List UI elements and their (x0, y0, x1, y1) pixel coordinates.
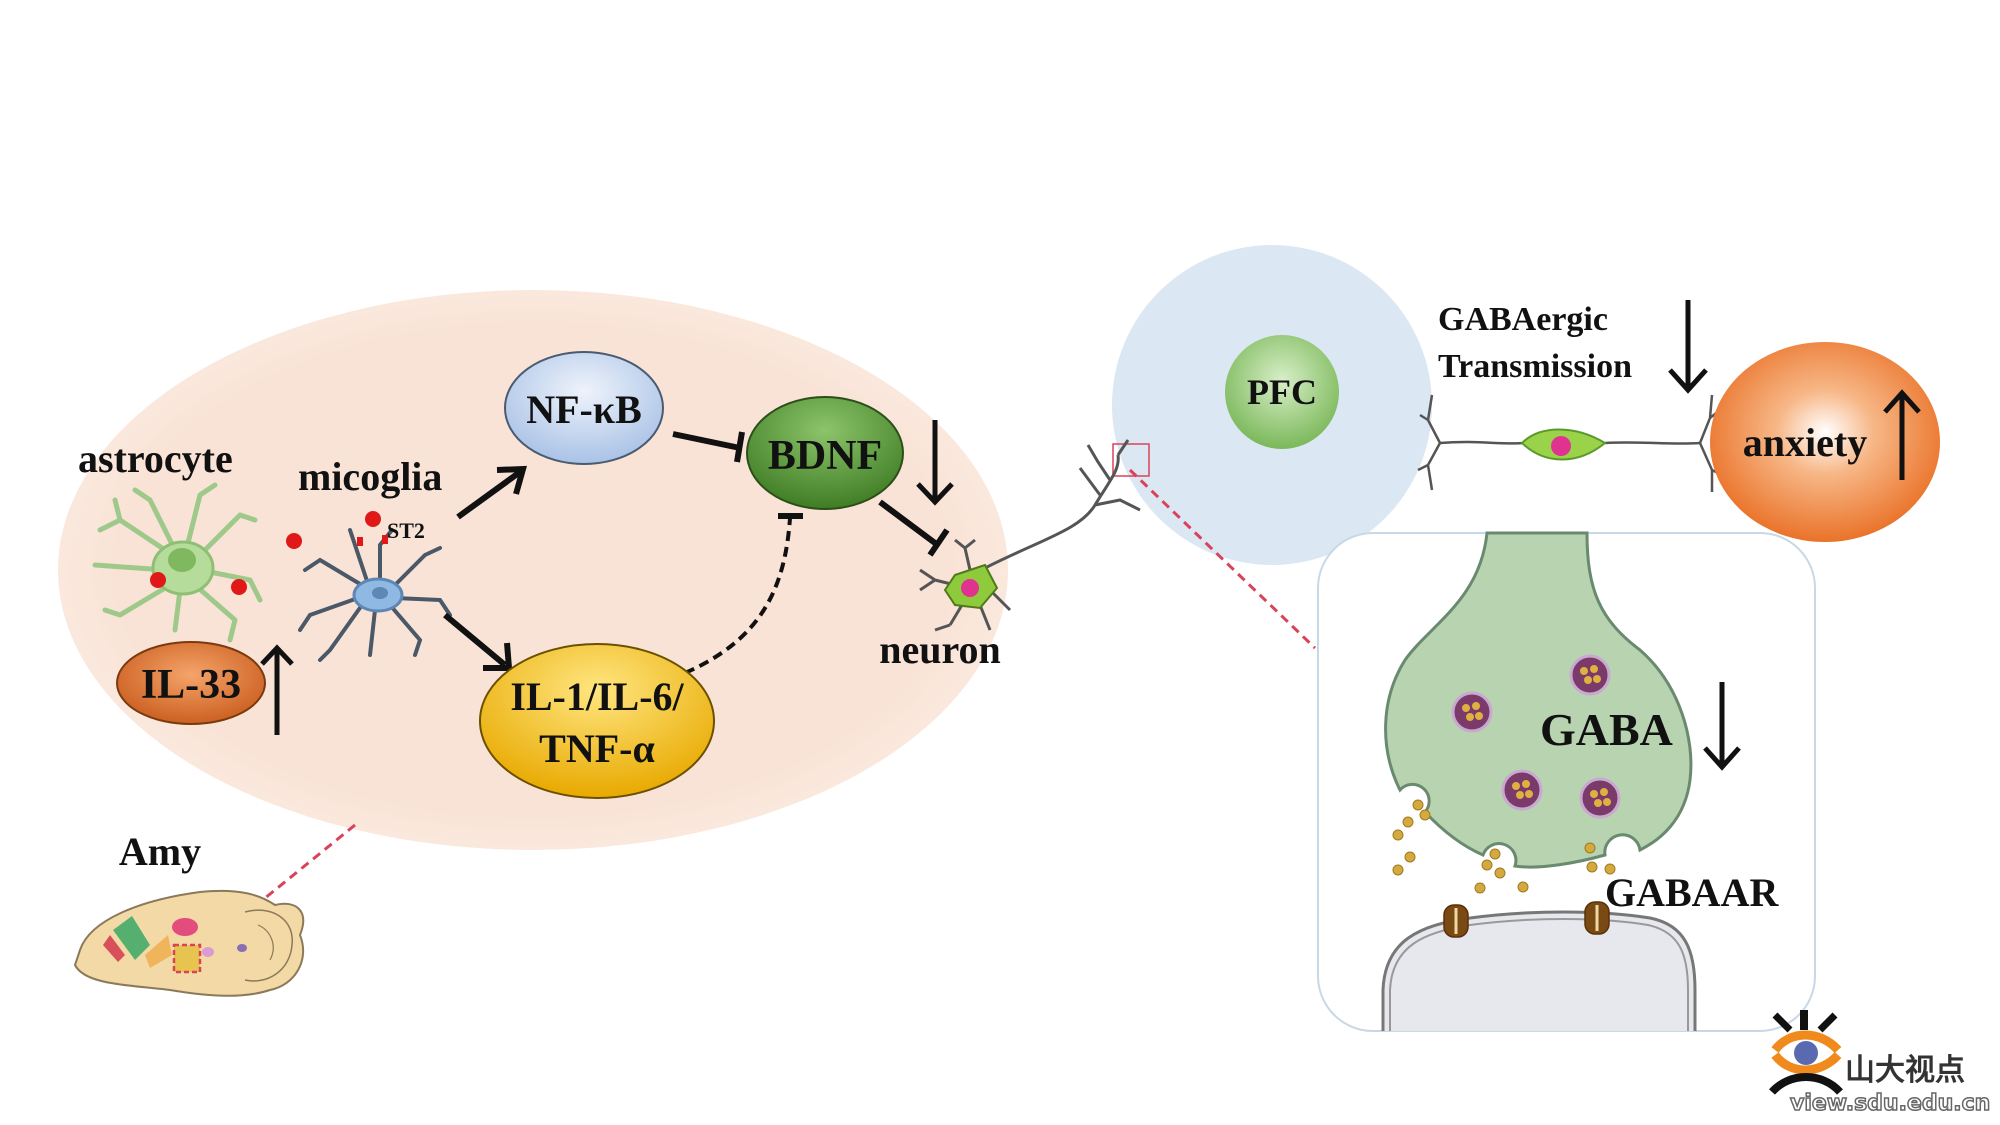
cytokines-node (479, 643, 715, 799)
cytokines-label-line2: TNF-α (539, 726, 655, 771)
anxiety-label: anxiety (1743, 420, 1867, 465)
neuron-label: neuron (879, 627, 1001, 672)
nfkb-node (504, 351, 664, 465)
nfkb-label: NF-κB (526, 387, 642, 432)
inhibition-bdnf-neuron (878, 499, 950, 557)
presynaptic-terminal (1384, 531, 1693, 869)
pfc-zoom-link (1128, 468, 1317, 650)
anxiety-node (1710, 342, 1940, 542)
transmission-label-line2: Transmission (1438, 348, 1632, 385)
postsynaptic-neuron (1381, 910, 1697, 1031)
neuron-icon (919, 439, 1141, 632)
anxiety-up-arrow-icon (1883, 389, 1921, 480)
transmission-label-line1: GABAergic (1438, 301, 1608, 338)
microglia-label: micoglia (298, 454, 442, 499)
il33-particles (150, 511, 381, 595)
gabaa-receptor-icon (1443, 901, 1610, 938)
microglia-icon (298, 528, 452, 662)
brain-icon (73, 889, 305, 997)
gaba-down-arrow-icon (1703, 682, 1741, 771)
inhibition-cytokines-bdnf (684, 517, 792, 675)
gabaar-label: GABAAR (1605, 870, 1779, 915)
bdnf-node (746, 396, 904, 510)
pfc-node (1225, 335, 1339, 449)
st2-receptor-icon (382, 535, 388, 544)
astrocyte-label: astrocyte (78, 436, 233, 481)
amy-label: Amy (119, 829, 201, 874)
transmission-down-arrow-icon (1668, 300, 1708, 394)
il33-label: IL-33 (141, 662, 241, 708)
released-gaba-particles (1392, 799, 1616, 894)
st2-receptor-icon (357, 537, 363, 546)
synaptic-vesicles (1451, 654, 1621, 819)
bdnf-label: BDNF (768, 433, 882, 479)
cytokines-label-line1: IL-1/IL-6/ (510, 674, 684, 719)
watermark-logo-icon (1769, 1010, 1843, 1095)
astrocyte-icon (92, 482, 263, 643)
watermark-url: view.sdu.edu.cn (1790, 1091, 1990, 1116)
gaba-label: GABA (1540, 704, 1673, 755)
inhibition-nfkb-bdnf (672, 431, 745, 463)
il33-node (116, 641, 266, 725)
pfc-label: PFC (1247, 372, 1317, 412)
st2-label: ST2 (387, 518, 425, 543)
bdnf-down-arrow-icon (916, 420, 954, 506)
activation-arrow-cytokines (443, 612, 513, 671)
watermark-brand: 山大视点 (1845, 1053, 1965, 1088)
il33-up-arrow-icon (260, 644, 294, 735)
pfc-zoom-box (1112, 443, 1150, 477)
activation-arrow-nfkb (456, 465, 527, 520)
gabaergic-interneuron-icon (1417, 394, 1723, 492)
